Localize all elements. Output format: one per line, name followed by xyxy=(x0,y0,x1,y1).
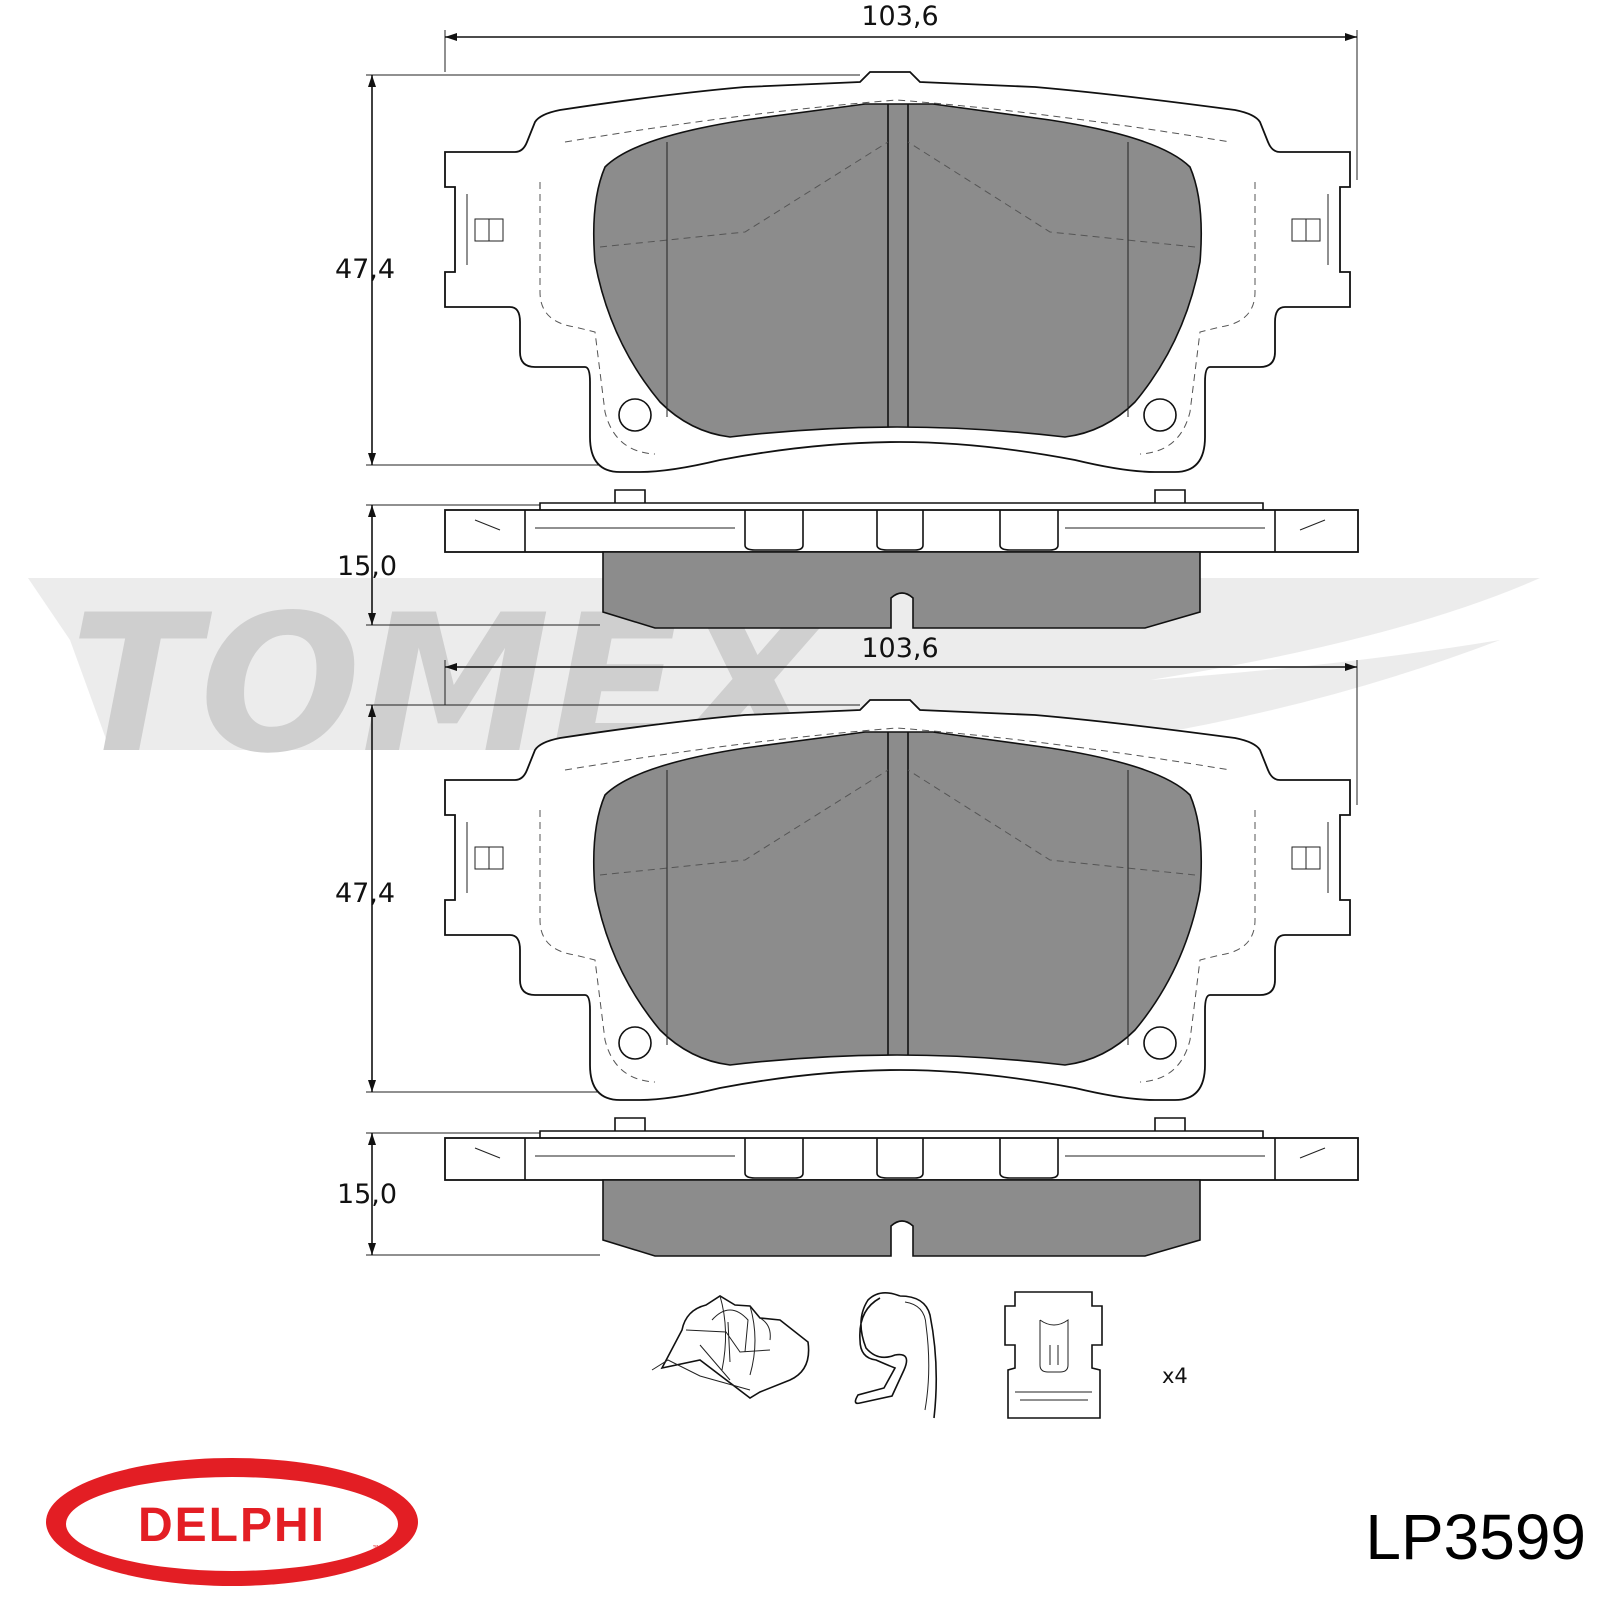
width-dimension-label: 103,6 xyxy=(861,1,938,32)
svg-text:™: ™ xyxy=(372,1544,380,1553)
pad-drawing-2: 103,6 47,4 15,0 xyxy=(335,633,1359,1257)
pad-side-view xyxy=(444,1117,1359,1257)
width-dimension-label: 103,6 xyxy=(861,633,938,664)
height-dimension-label: 47,4 xyxy=(335,254,395,285)
accessories: x4 xyxy=(651,1291,1188,1419)
logo-text: DELPHI xyxy=(138,1499,326,1552)
shim-clip-icon xyxy=(1004,1291,1103,1419)
logo-inner-ellipse xyxy=(66,1477,398,1571)
thickness-dimension-label: 15,0 xyxy=(337,1179,397,1210)
thickness-dimension-label: 15,0 xyxy=(337,551,397,582)
quantity-label: x4 xyxy=(1162,1364,1188,1388)
wire-clip-icon xyxy=(854,1292,938,1419)
pad-drawing-1: 103,6 47,4 15,0 xyxy=(335,1,1359,629)
spring-clip-icon xyxy=(651,1295,810,1399)
pad-front-view xyxy=(444,699,1351,1101)
part-number: LP3599 xyxy=(1365,1501,1586,1573)
height-dimension-label: 47,4 xyxy=(335,878,395,909)
delphi-logo: DELPHI ™ xyxy=(46,1458,418,1586)
pad-front-view xyxy=(444,71,1351,473)
